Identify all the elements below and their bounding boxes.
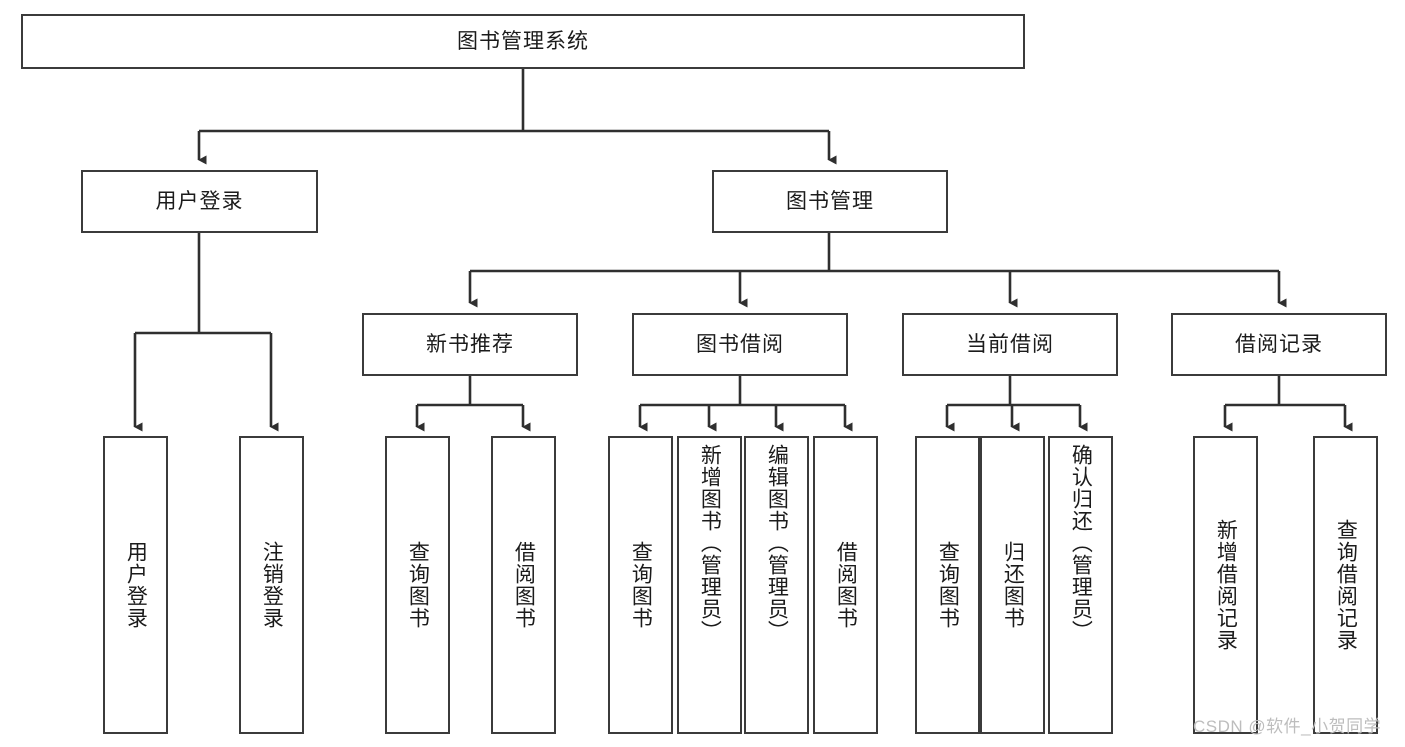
node-label: 新增图书（管理员） [698, 444, 722, 642]
node-label: 归还图书 [1001, 541, 1025, 629]
node-label: 借阅图书 [834, 541, 858, 629]
node-label: 查询图书 [936, 541, 960, 629]
leaf-current-confirm-return-admin[interactable]: 确认归还（管理员） [1048, 436, 1113, 734]
node-current-borrow[interactable]: 当前借阅 [902, 313, 1118, 376]
node-root-system[interactable]: 图书管理系统 [21, 14, 1025, 69]
leaf-borrow-edit-book-admin[interactable]: 编辑图书（管理员） [744, 436, 809, 734]
node-label: 确认归还（管理员） [1069, 444, 1093, 642]
node-user-login[interactable]: 用户登录 [81, 170, 318, 233]
node-label: 编辑图书（管理员） [765, 444, 789, 642]
node-label: 注销登录 [260, 541, 284, 629]
node-book-management[interactable]: 图书管理 [712, 170, 948, 233]
node-label: 新增借阅记录 [1214, 519, 1238, 651]
leaf-record-query-record[interactable]: 查询借阅记录 [1313, 436, 1378, 734]
node-label: 当前借阅 [966, 332, 1054, 356]
leaf-borrow-query-book[interactable]: 查询图书 [608, 436, 673, 734]
leaf-borrow-add-book-admin[interactable]: 新增图书（管理员） [677, 436, 742, 734]
node-label: 图书借阅 [696, 332, 784, 356]
leaf-current-query-book[interactable]: 查询图书 [915, 436, 980, 734]
node-label: 查询图书 [406, 541, 430, 629]
node-label: 新书推荐 [426, 332, 514, 356]
leaf-current-return-book[interactable]: 归还图书 [980, 436, 1045, 734]
node-label: 查询图书 [629, 541, 653, 629]
leaf-borrow-borrow-book[interactable]: 借阅图书 [813, 436, 878, 734]
node-label: 借阅记录 [1235, 332, 1323, 356]
csdn-watermark: CSDN @软件_小贺同学 [1193, 717, 1382, 736]
leaf-recommend-borrow-book[interactable]: 借阅图书 [491, 436, 556, 734]
node-book-borrow[interactable]: 图书借阅 [632, 313, 848, 376]
node-new-book-recommend[interactable]: 新书推荐 [362, 313, 578, 376]
leaf-user-login[interactable]: 用户登录 [103, 436, 168, 734]
node-label: 图书管理 [786, 189, 874, 213]
node-borrow-record[interactable]: 借阅记录 [1171, 313, 1387, 376]
node-label: 图书管理系统 [457, 29, 589, 53]
leaf-recommend-query-book[interactable]: 查询图书 [385, 436, 450, 734]
node-label: 用户登录 [155, 189, 244, 213]
leaf-user-logout[interactable]: 注销登录 [239, 436, 304, 734]
leaf-record-add-record[interactable]: 新增借阅记录 [1193, 436, 1258, 734]
node-label: 借阅图书 [512, 541, 536, 629]
node-label: 用户登录 [124, 541, 148, 629]
node-label: 查询借阅记录 [1334, 519, 1358, 651]
